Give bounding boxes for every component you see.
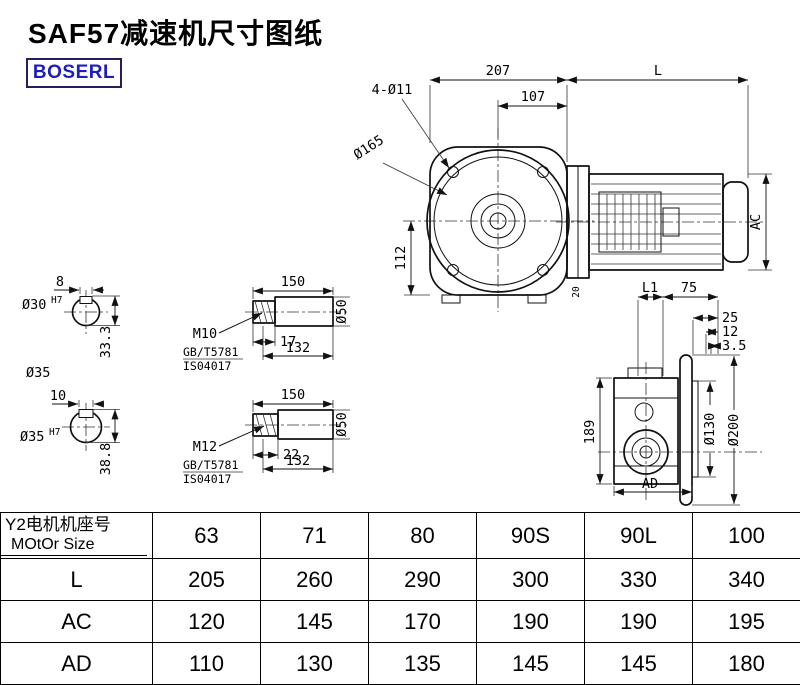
dim-L1: L1 xyxy=(642,280,658,296)
table-cell: 145 xyxy=(477,643,585,685)
row-label: AD xyxy=(1,643,153,685)
input-boss-circle xyxy=(635,403,653,421)
table-cell: 80 xyxy=(369,513,477,559)
side-view-dimensions: L1 75 25 12 3.5 189 Ø130 Ø200 xyxy=(582,280,746,505)
shaft-body-2 xyxy=(278,410,333,439)
row-label: AC xyxy=(1,601,153,643)
dim-bore-30: Ø30 xyxy=(22,297,46,313)
table-cell: 120 xyxy=(153,601,261,643)
table-cell: 71 xyxy=(261,513,369,559)
dim-38-8: 38.8 xyxy=(98,443,114,476)
standard-gb-2: GB/T5781 xyxy=(183,458,238,472)
dim-dia50-1: Ø50 xyxy=(334,299,350,323)
table-cell: 190 xyxy=(477,601,585,643)
shaft-end-view-2: 10 Ø35 H7 38.8 xyxy=(20,388,120,475)
table-row-motor-size: Y2电机机座号 MOtOr Size 63 71 80 90S 90L 100 xyxy=(1,513,800,559)
front-view: 207 L 107 4-Ø11 Ø165 112 AC 20 xyxy=(351,63,772,312)
thread-label-M12: M12 xyxy=(193,439,217,455)
thread-hatch-2 xyxy=(256,414,276,436)
table-row-AD: AD 110 130 135 145 145 180 xyxy=(1,643,800,685)
motor-size-label-cell: Y2电机机座号 MOtOr Size xyxy=(1,513,153,559)
dim-150-2: 150 xyxy=(281,387,305,403)
table-cell: 63 xyxy=(153,513,261,559)
shaft-end-view-1: 8 Ø30 H7 33.3 Ø35 xyxy=(22,274,120,381)
thread-hatch-1 xyxy=(255,301,273,323)
thread-label-M10: M10 xyxy=(193,326,217,342)
dim-AC: AC xyxy=(748,214,764,230)
standard-iso-1: IS04017 xyxy=(183,359,232,373)
flange-disc xyxy=(680,355,692,505)
table-cell: 170 xyxy=(369,601,477,643)
keyway-2 xyxy=(79,410,93,418)
dim-189: 189 xyxy=(582,420,598,444)
table-row-L: L 205 260 290 300 330 340 xyxy=(1,559,800,601)
motor-size-label-cn: Y2电机机座号 xyxy=(1,515,152,535)
dim-dia50-2: Ø50 xyxy=(334,412,350,436)
shaft-body-1 xyxy=(275,297,333,326)
dim-bore-35-tol: H7 xyxy=(49,427,60,438)
dim-keyw-8: 8 xyxy=(56,274,64,290)
dim-150-1: 150 xyxy=(281,274,305,290)
dim-107: 107 xyxy=(521,89,545,105)
dim-bolt-holes: 4-Ø11 xyxy=(372,82,413,98)
dim-132-2: 132 xyxy=(286,453,310,469)
dim-33-3: 33.3 xyxy=(98,326,114,359)
front-view-dimensions: 207 L 107 4-Ø11 Ø165 112 AC 20 xyxy=(351,63,772,298)
dim-flange-dia: Ø165 xyxy=(351,132,387,163)
table-cell: 290 xyxy=(369,559,477,601)
dim-207: 207 xyxy=(486,63,510,79)
dim-75: 75 xyxy=(681,280,697,296)
dim-keyw-10: 10 xyxy=(50,388,66,404)
dim-bore-35: Ø35 xyxy=(20,429,44,445)
table-cell: 90S xyxy=(477,513,585,559)
dim-dia130: Ø130 xyxy=(702,413,718,446)
table-cell: 180 xyxy=(693,643,800,685)
table-cell: 145 xyxy=(261,601,369,643)
dim-dia200: Ø200 xyxy=(726,414,742,447)
table-cell: 300 xyxy=(477,559,585,601)
dim-L: L xyxy=(654,63,662,79)
table-cell: 205 xyxy=(153,559,261,601)
shaft-profile-2: 150 M12 GB/T5781 IS04017 22 132 Ø50 xyxy=(183,387,350,486)
table-cell: 130 xyxy=(261,643,369,685)
table-cell: 110 xyxy=(153,643,261,685)
dim-AD: AD xyxy=(642,476,658,492)
row-label: L xyxy=(1,559,153,601)
dim-132-1: 132 xyxy=(286,340,310,356)
dim-3-5: 3.5 xyxy=(722,338,746,354)
table-cell: 260 xyxy=(261,559,369,601)
table-row-AC: AC 120 145 170 190 190 195 xyxy=(1,601,800,643)
table-cell: 340 xyxy=(693,559,800,601)
table-cell: 100 xyxy=(693,513,800,559)
front-view-centerlines xyxy=(403,128,764,312)
dim-bore-30-tol: H7 xyxy=(51,295,62,306)
shaft-profile-1: 150 M10 GB/T5781 IS04017 17 132 Ø50 xyxy=(183,274,350,373)
table-cell: 90L xyxy=(585,513,693,559)
standard-gb-1: GB/T5781 xyxy=(183,345,238,359)
table-cell: 145 xyxy=(585,643,693,685)
dim-112: 112 xyxy=(393,246,409,270)
keyway-1 xyxy=(80,297,92,304)
flange-feet xyxy=(442,295,546,303)
housing-boss xyxy=(628,368,662,378)
table-cell: 190 xyxy=(585,601,693,643)
table-cell: 135 xyxy=(369,643,477,685)
table-cell: 195 xyxy=(693,601,800,643)
flange-spigot xyxy=(692,381,698,477)
dim-20: 20 xyxy=(571,286,582,298)
technical-drawing: 207 L 107 4-Ø11 Ø165 112 AC 20 xyxy=(0,0,800,512)
dim-shaft-35: Ø35 xyxy=(26,365,50,381)
side-view: L1 75 25 12 3.5 189 Ø130 Ø200 xyxy=(582,280,762,505)
motor-dimension-table: Y2电机机座号 MOtOr Size 63 71 80 90S 90L 100 … xyxy=(0,512,800,685)
motor-size-label-en: MOtOr Size xyxy=(1,535,147,556)
standard-iso-2: IS04017 xyxy=(183,472,232,486)
table-cell: 330 xyxy=(585,559,693,601)
